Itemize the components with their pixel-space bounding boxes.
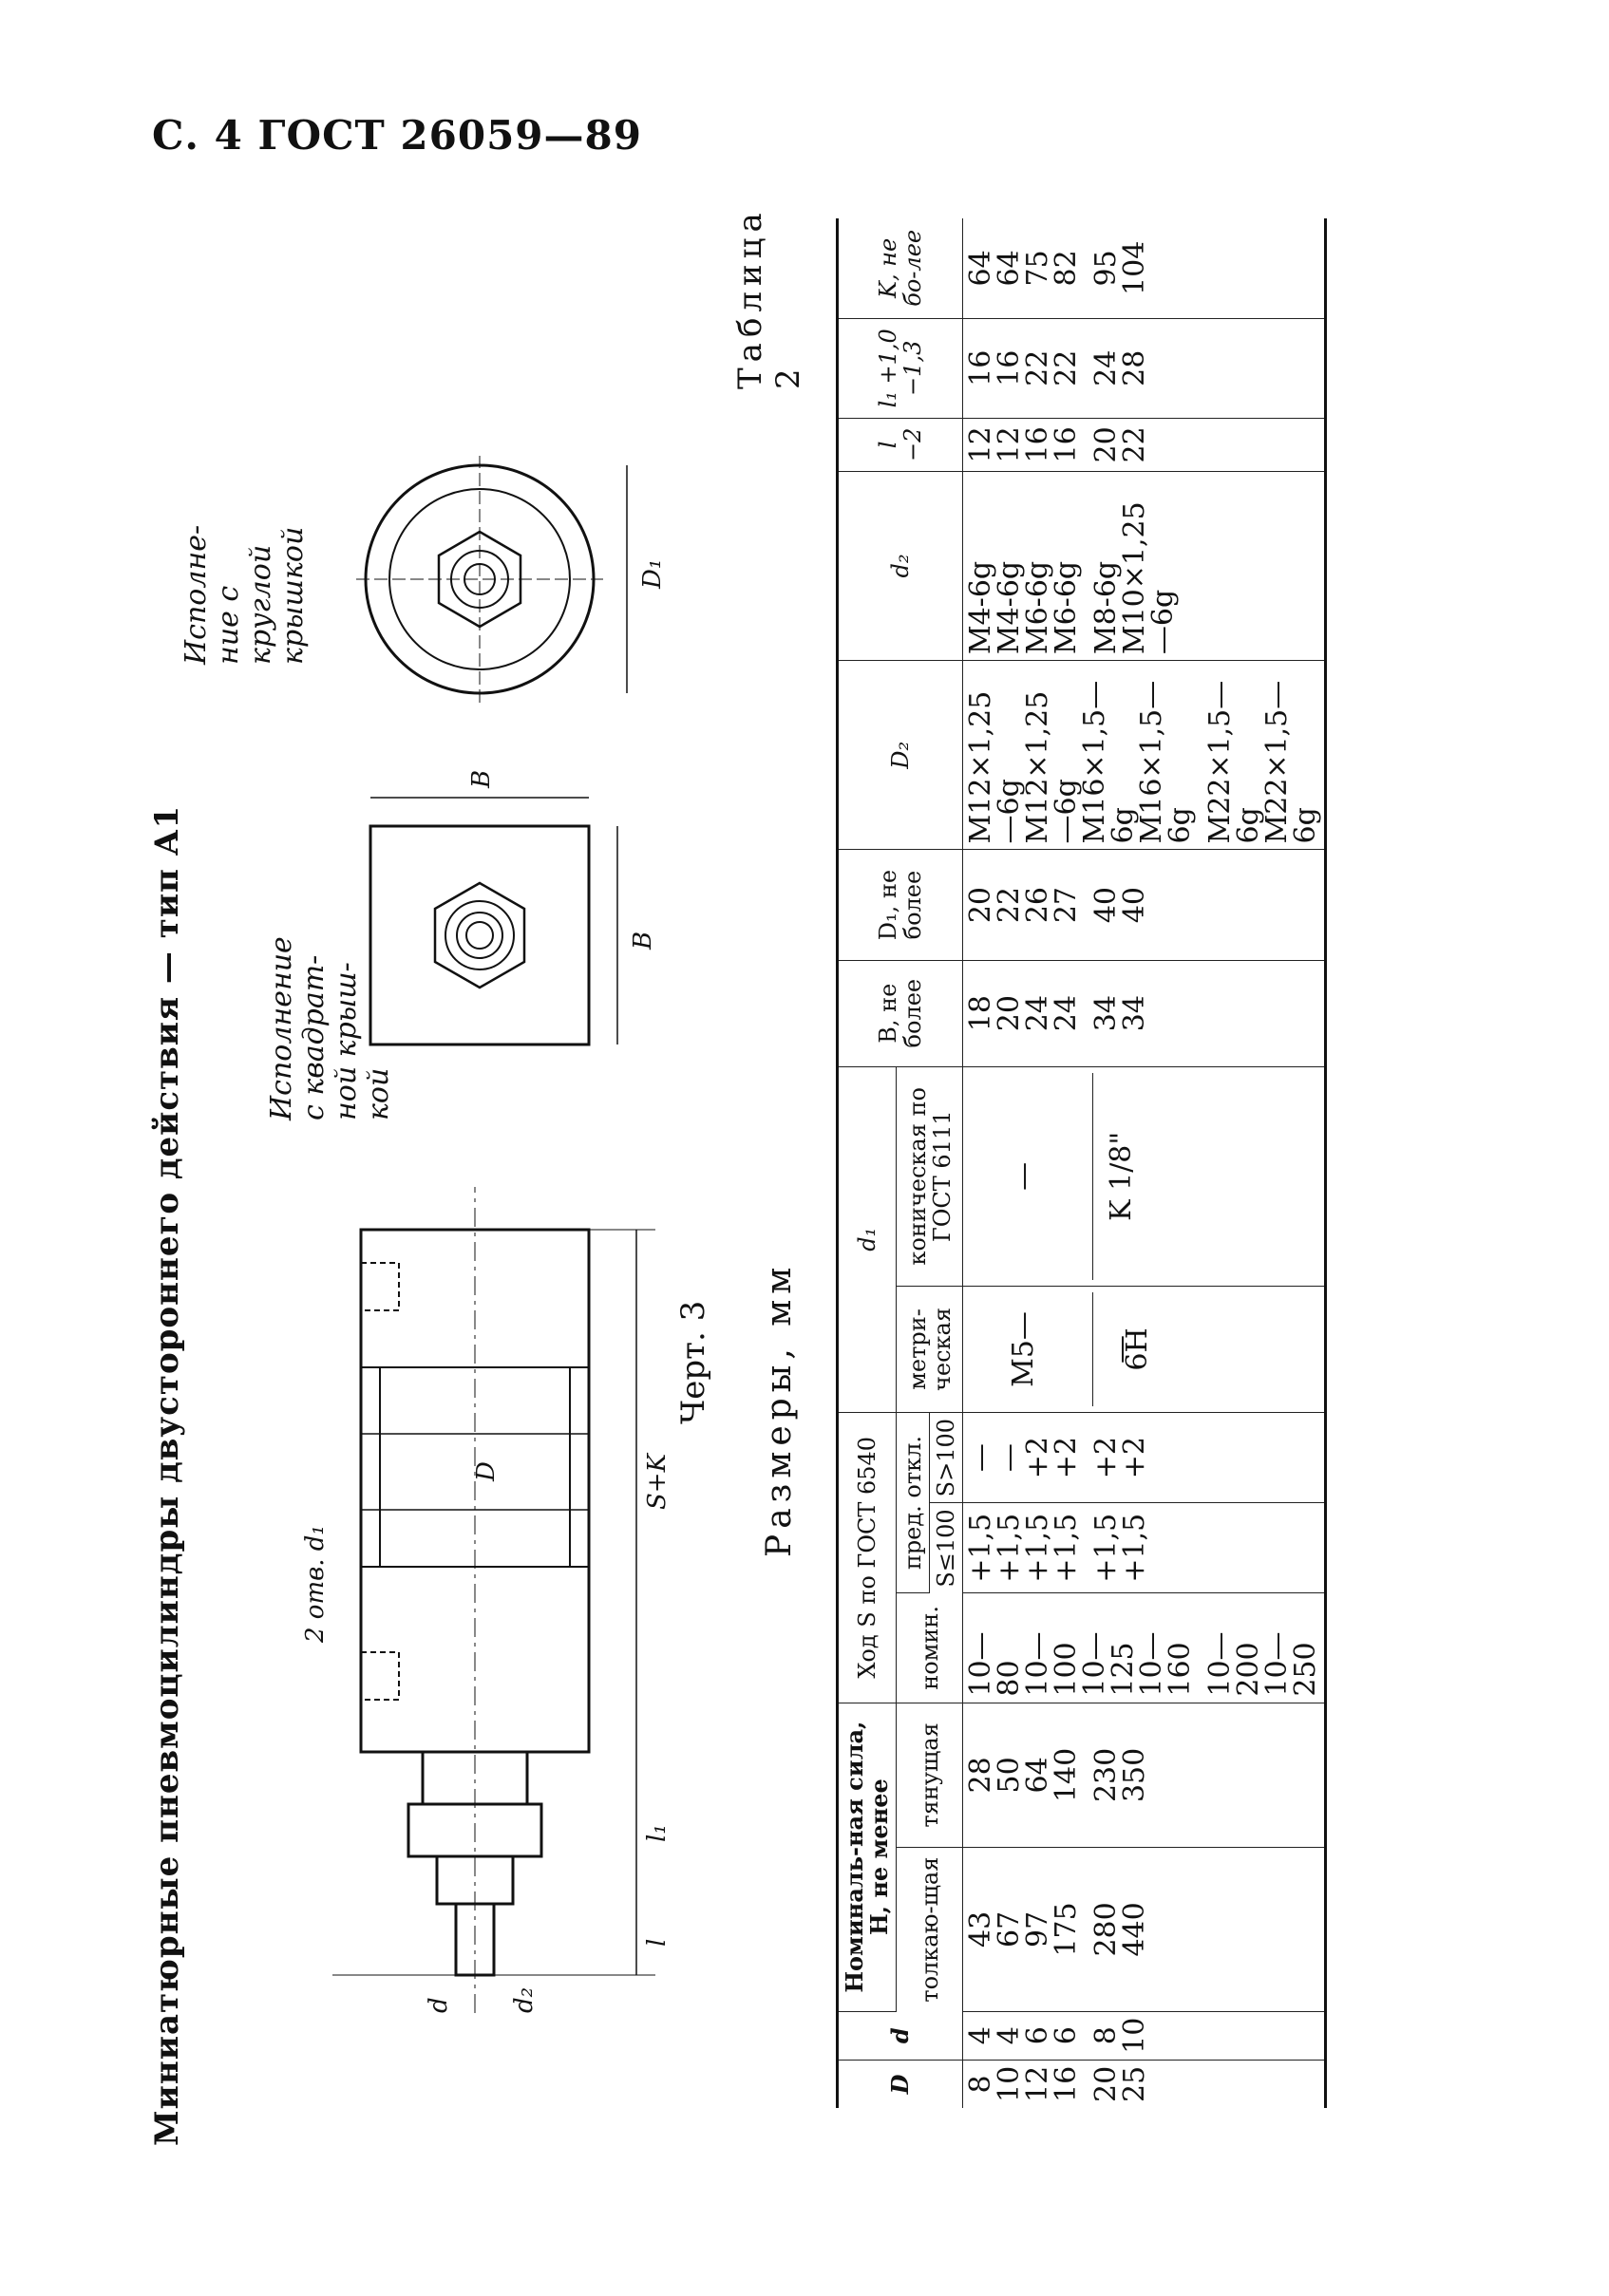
col-stroke-nom: номин. [896,1592,963,1703]
col-D: D [837,2060,963,2108]
col-d2: d₂ [837,471,963,661]
col-l1: l₁ +1,0 −1,3 [837,318,963,419]
col-D2: D₂ [837,660,963,850]
cells-d1-metric: M5—6H — [962,1286,1326,1413]
caption-round-cover: Исполне- ние с круглой крышкой [180,524,310,665]
dim-D1-label: D₁ [638,559,667,590]
page-header: С. 4 ГОСТ 26059—89 [152,112,642,159]
dimensions-table: D d Номиналь-ная сила, Н, не менее Ход S… [836,218,1327,2108]
dim-B-top-label: B [629,932,657,950]
rotated-page-content: Миниатюрные пневмоцилиндры двустороннего… [142,207,1425,2146]
caption-square-cover: Исполнение с квадрат- ной крыш- кой [265,936,395,1120]
col-K: K, не бо-лее [837,218,963,319]
dim-l1-label: l₁ [643,1824,672,1842]
col-B: B, не более [837,960,963,1067]
col-d: d [837,2011,963,2061]
figure-title: Миниатюрные пневмоцилиндры двустороннего… [148,804,186,2146]
col-D1: D₁, не более [837,849,963,961]
cells-dev-le100: +1,5+1,5+1,5+1,5 +1,5+1,5 [962,1502,1326,1593]
figure-caption: Черт. 3 [674,1300,712,1424]
square-cover [369,824,591,1046]
col-d1-conic: коническая по ГОСТ 6111 [896,1066,963,1287]
col-force: Номиналь-ная сила, Н, не менее [837,1703,897,2012]
col-force-pull: тянущая [896,1703,963,1848]
col-stroke-le100: S≤100 [929,1502,963,1593]
cylinder-drawing: 2 отв. d₁ D S+K l₁ l d d₂ B B D₁ [301,456,672,2013]
col-stroke-gt100: S>100 [929,1412,963,1503]
col-stroke: Ход S по ГОСТ 6540 [837,1412,897,1703]
col-force-push: толкаю-щая [896,1847,963,2012]
dim-B-side-label: B [467,770,496,789]
dim-SK-label: S+K [643,1452,672,1510]
table-label: Таблица 2 [731,207,807,389]
dim-l-label: l [643,1939,672,1947]
col-stroke-dev: пред. откл. [896,1412,930,1593]
dim-d2-label: d₂ [510,1987,539,2013]
col-d1: d₁ [837,1066,897,1413]
dim-D-label: D [472,1461,501,1482]
dim-d-label: d [425,1997,453,2013]
cells-d1-conic: — K 1/8" [962,1066,1326,1287]
cells-dev-gt100: ——+2+2 +2+2 [962,1412,1326,1503]
col-d1-metric: метри-ческая [896,1286,963,1413]
hole-label: 2 отв. d₁ [301,1525,330,1644]
col-l: l −2 [837,418,963,472]
table-title: Размеры, мм [760,1261,799,1557]
